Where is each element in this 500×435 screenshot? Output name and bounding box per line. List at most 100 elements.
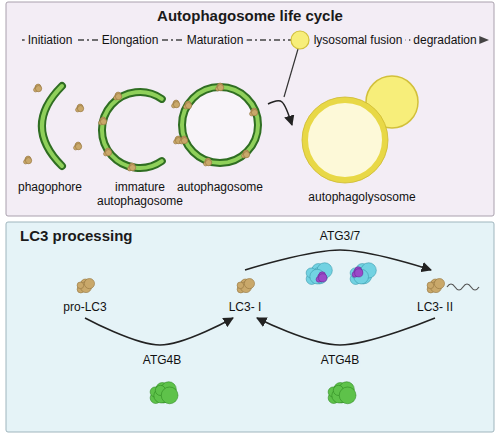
lc3-protein <box>35 86 41 92</box>
enzyme-label: ATG4B <box>141 353 183 367</box>
atg3-7-protein <box>352 267 363 277</box>
atg3-7-protein <box>355 269 363 277</box>
lc3-protein <box>427 282 434 289</box>
process-arrow <box>85 318 233 345</box>
lc3-protein <box>237 279 254 293</box>
lc3-protein <box>185 102 191 108</box>
lc3-protein <box>181 138 187 144</box>
lc3-protein <box>181 137 187 143</box>
phagophore-membrane <box>42 86 62 166</box>
stage-structure: phagophore <box>10 78 90 194</box>
lc3-protein <box>76 104 84 112</box>
lc3-protein <box>251 110 257 116</box>
lc3-protein <box>115 94 121 100</box>
node-label: LC3- II <box>417 300 453 314</box>
stage-label: Initiation <box>25 33 76 47</box>
stage-structure: autophagolysosome <box>292 92 432 204</box>
lc3-protein <box>77 279 94 293</box>
lc3-protein <box>100 119 106 125</box>
panel-title: LC3 processing <box>6 222 494 244</box>
atg3-7-protein <box>350 263 376 285</box>
lc3-protein <box>84 279 94 289</box>
lc3-protein <box>129 165 135 171</box>
protein-state: pro-LC3 <box>45 270 125 318</box>
lc3-protein <box>105 149 111 155</box>
process-arrow <box>268 101 292 125</box>
panel-title: Autophagosome life cycle <box>6 2 494 24</box>
lc3-protein <box>24 156 32 164</box>
lc3-protein <box>173 102 179 108</box>
lc3-protein <box>99 117 107 125</box>
stage-label: Elongation <box>99 33 162 47</box>
lc3-protein <box>114 92 122 100</box>
protein-state: LC3- II <box>395 270 475 318</box>
immature-membrane <box>102 92 162 168</box>
lc3-protein <box>217 85 223 91</box>
lc3-protein <box>204 158 212 166</box>
lc3-protein <box>74 142 82 150</box>
lc3-protein <box>173 101 179 107</box>
lc3-protein <box>180 136 188 144</box>
lc3-protein <box>100 118 106 124</box>
fusion-line <box>284 49 298 97</box>
lysosome-symbol <box>291 31 309 49</box>
lc3-protein <box>77 105 83 111</box>
lc3-protein <box>243 152 249 158</box>
lc3-protein <box>250 108 258 116</box>
lc3-protein <box>77 282 84 289</box>
lc3-protein <box>105 150 111 156</box>
autophagosome-membrane <box>182 87 258 163</box>
immature-membrane <box>102 92 162 168</box>
lipid-tail <box>447 284 479 290</box>
node-label: phagophore <box>18 180 82 194</box>
lc3-protein <box>129 164 135 170</box>
protein-state: LC3- I <box>210 270 280 318</box>
node-label: pro-LC3 <box>63 300 106 314</box>
process-arrow <box>257 318 435 345</box>
atg4b-protein <box>161 387 178 404</box>
node-label: autophagosome <box>177 180 263 194</box>
atg4b-protein <box>339 387 356 404</box>
stage-label: lysosomal fusion <box>311 33 406 47</box>
lc3-protein <box>35 85 41 91</box>
lc3-protein <box>216 83 224 91</box>
lc3-protein <box>115 93 121 99</box>
lc3-protein <box>427 279 444 293</box>
stage-label: degradation <box>410 33 479 47</box>
autophagolysosome-membrane <box>302 97 388 183</box>
atg4b-protein <box>328 382 356 404</box>
panel: LC3 processing pro-LC3 LC3- I LC3- II <box>6 222 494 432</box>
lc3-protein <box>75 144 81 150</box>
atg3-7-protein <box>319 274 327 282</box>
autophagosome-membrane <box>182 87 258 163</box>
lc3-protein <box>217 84 223 90</box>
lc3-protein <box>75 143 81 149</box>
atg3-7-protein <box>306 263 332 285</box>
panel-ground <box>6 2 494 216</box>
stage-structure: autophagosome <box>172 82 268 194</box>
lc3-protein <box>434 279 444 289</box>
lc3-protein <box>128 163 136 171</box>
lc3-protein <box>185 103 191 109</box>
lc3-protein <box>251 109 257 115</box>
lc3-protein <box>244 279 254 289</box>
autophagolysosome-membrane <box>305 100 385 180</box>
lc3-protein <box>205 159 211 165</box>
lc3-protein <box>184 101 192 109</box>
atg3-7-protein <box>318 273 327 282</box>
node-label: autophagolysosome <box>308 190 415 204</box>
atg3-7-protein <box>316 272 327 282</box>
atg4b-protein <box>150 382 178 404</box>
stage-label: Maturation <box>184 33 247 47</box>
lc3-protein <box>34 84 42 92</box>
lc3-protein <box>104 148 112 156</box>
lc3-protein <box>172 100 180 108</box>
lc3-protein <box>77 106 83 112</box>
lc3-protein <box>25 158 31 164</box>
lc3-protein <box>237 282 244 289</box>
enzyme-label: ATG4B <box>319 353 361 367</box>
process-arrow <box>245 250 431 270</box>
atg3-7-protein <box>354 268 363 277</box>
